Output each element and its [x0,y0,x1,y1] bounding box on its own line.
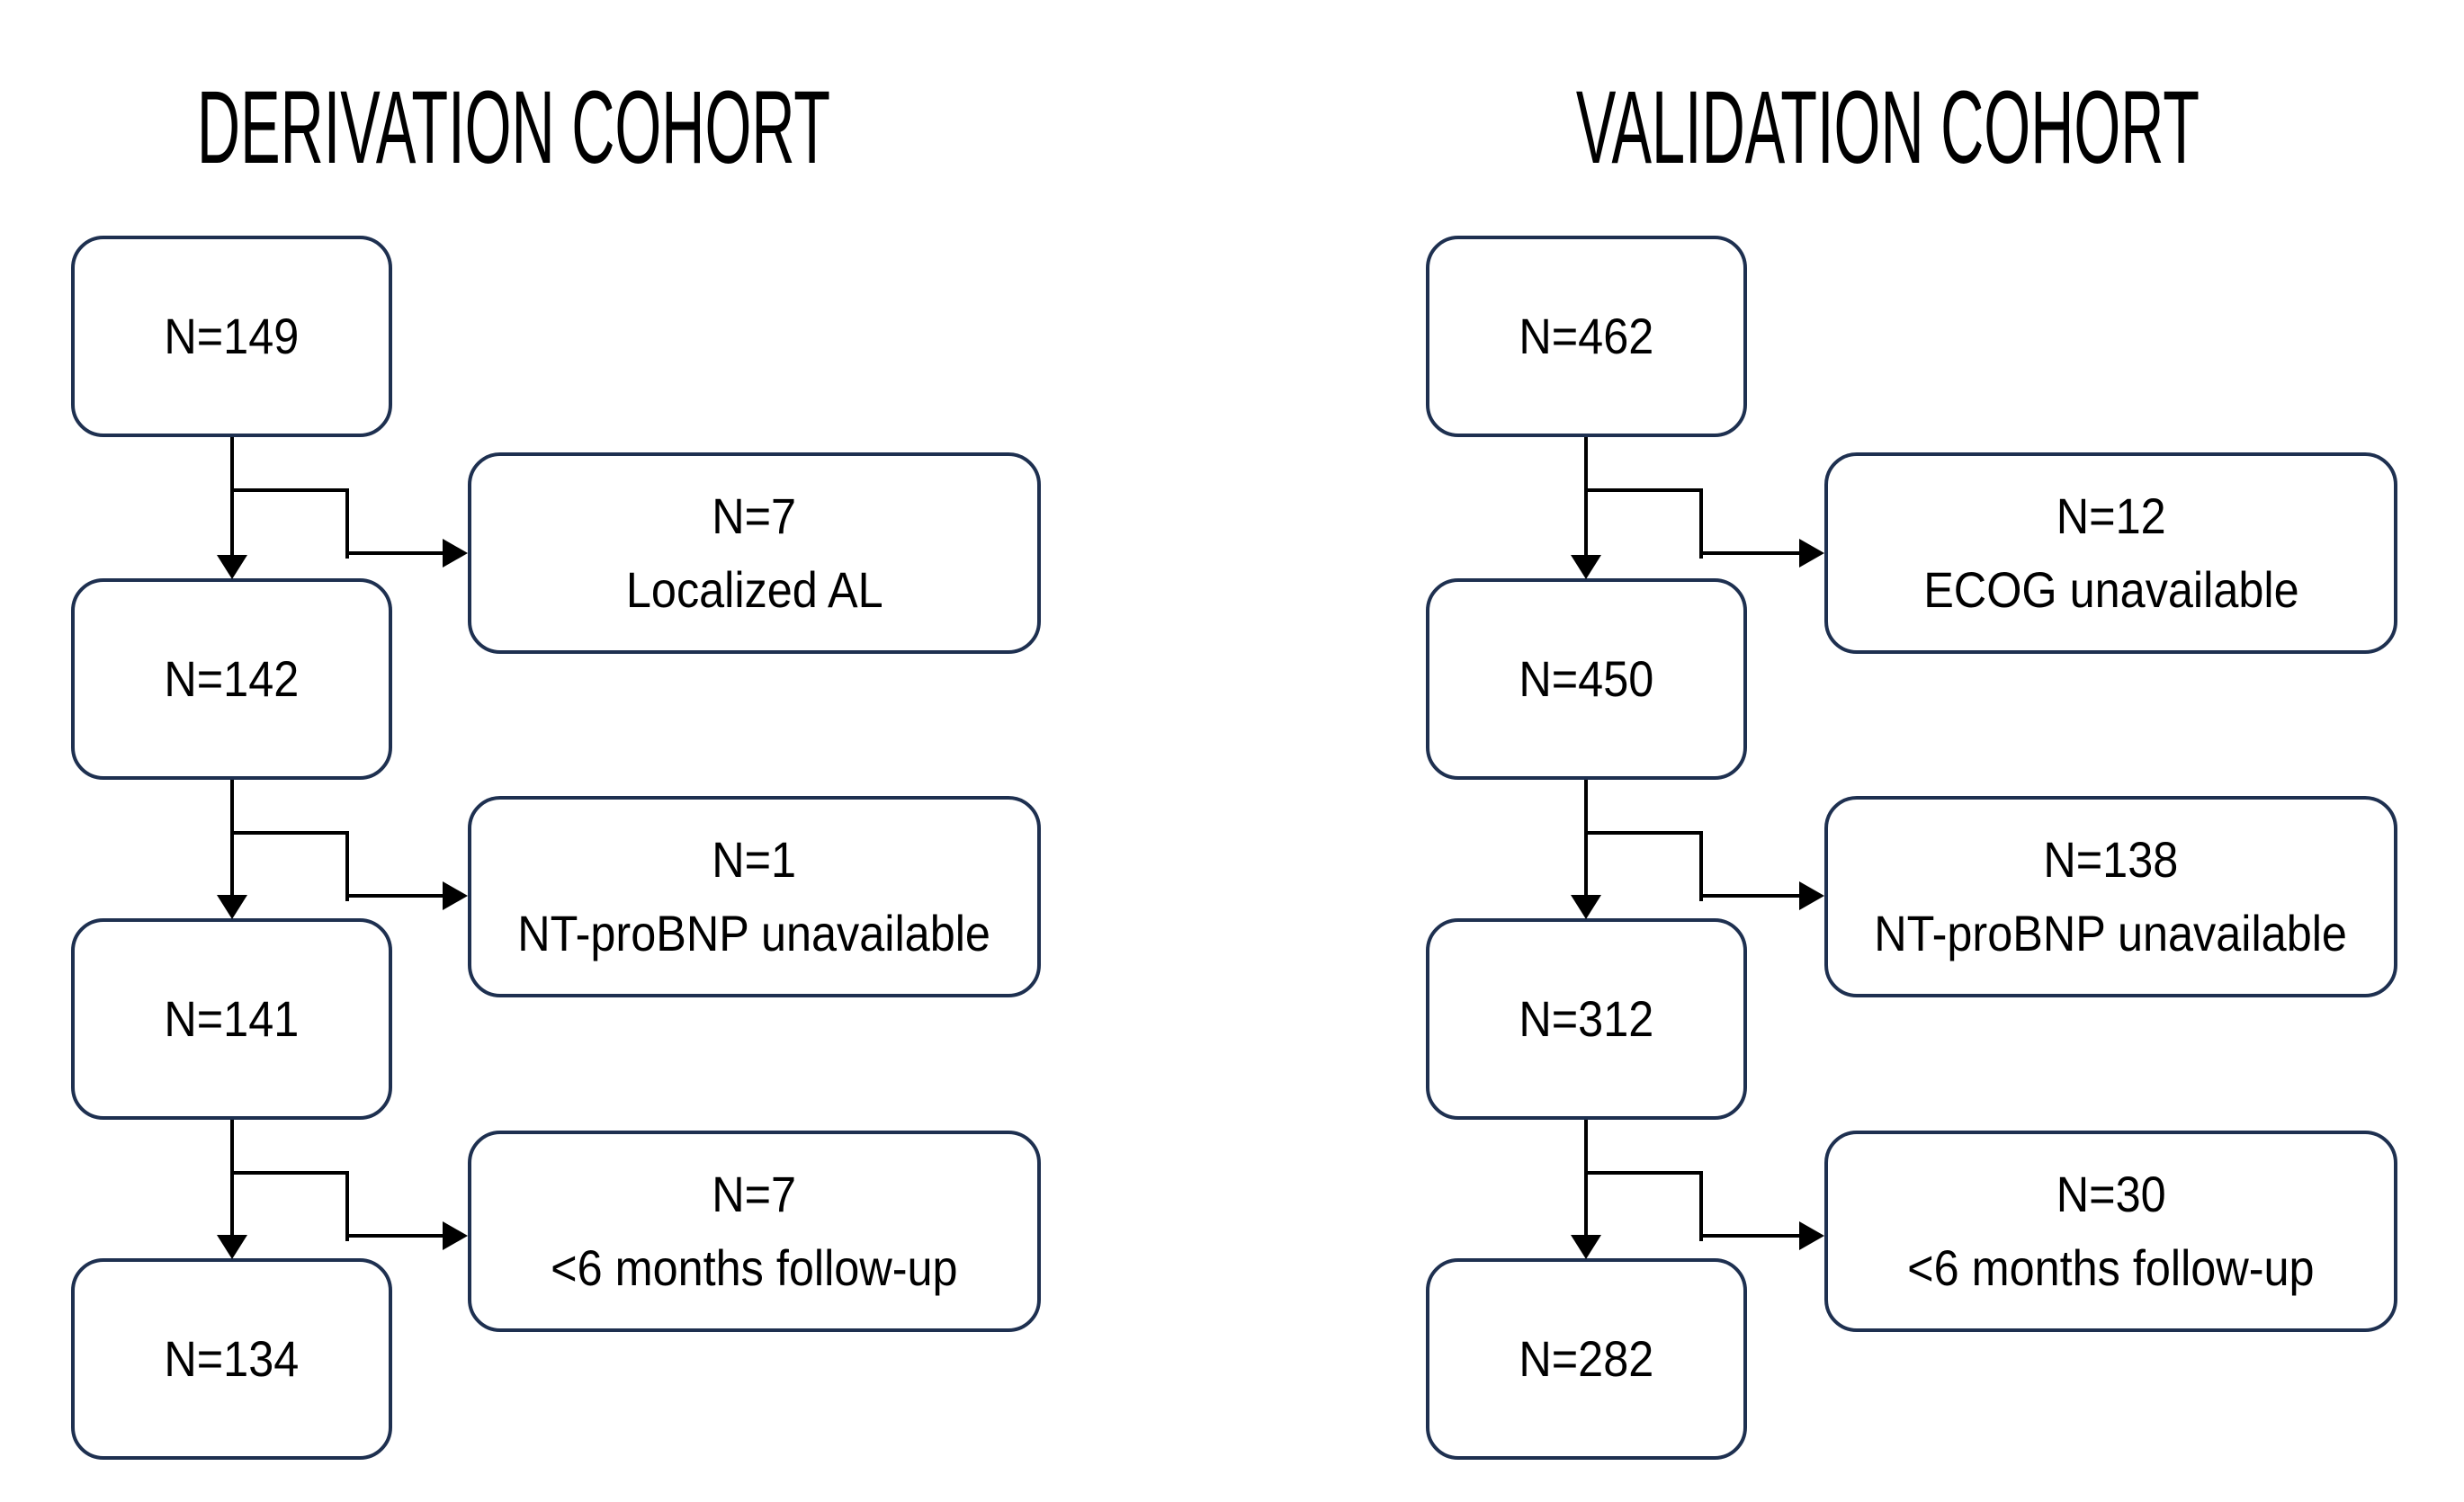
validation-box-n450: N=450 [1426,578,1747,780]
validation-branch-3-arrowhead-right [1799,1221,1824,1250]
exclusion-reason: Localized AL [625,561,883,618]
exclusion-count: N=1 [712,831,797,888]
derivation-connector-3-vertical [230,1120,234,1240]
validation-branch-1-horizontal-lower [1699,551,1801,555]
derivation-exclusion-box-followup: N=7 <6 months follow-up [468,1131,1041,1332]
validation-box-n312: N=312 [1426,918,1747,1120]
exclusion-reason: NT-proBNP unavailable [517,905,991,961]
exclusion-reason: <6 months follow-up [551,1239,958,1296]
validation-connector-1-arrowhead-down [1571,555,1601,579]
derivation-branch-1-arrowhead-right [443,539,468,568]
derivation-branch-2-horizontal-upper [232,831,349,835]
exclusion-reason: <6 months follow-up [1907,1239,2315,1296]
derivation-branch-3-vertical [345,1171,349,1241]
derivation-box-n134-label: N=134 [164,1330,300,1387]
derivation-connector-1-arrowhead-down [217,555,247,579]
derivation-exclusion-box-localized-al: N=7 Localized AL [468,452,1041,654]
exclusion-count: N=7 [712,1166,797,1222]
derivation-cohort-title-text: DERIVATION COHORT [196,70,831,185]
exclusion-count: N=138 [2043,831,2179,888]
derivation-box-n141-label: N=141 [164,990,300,1047]
derivation-branch-1-horizontal-upper [232,488,349,492]
derivation-connector-2-arrowhead-down [217,895,247,919]
validation-branch-2-vertical [1699,831,1703,901]
validation-connector-3-vertical [1584,1120,1588,1240]
validation-branch-2-horizontal-lower [1699,894,1801,898]
validation-exclusion-box-ecog: N=12 ECOG unavailable [1824,452,2397,654]
derivation-cohort-title: DERIVATION COHORT [0,68,1047,187]
derivation-branch-3-arrowhead-right [443,1221,468,1250]
validation-box-n462-label: N=462 [1519,308,1654,364]
exclusion-reason: ECOG unavailable [1922,561,2299,618]
derivation-connector-2-vertical [230,780,234,900]
validation-box-n282-label: N=282 [1519,1330,1654,1387]
validation-branch-1-arrowhead-right [1799,539,1824,568]
derivation-box-n149-label: N=149 [164,308,300,364]
validation-branch-3-horizontal-upper [1586,1171,1703,1175]
derivation-box-n149: N=149 [71,236,392,437]
derivation-branch-1-horizontal-lower [345,551,444,555]
validation-connector-1-vertical [1584,437,1588,560]
validation-connector-2-vertical [1584,780,1588,900]
validation-box-n282: N=282 [1426,1258,1747,1460]
derivation-connector-3-arrowhead-down [217,1235,247,1259]
exclusion-count: N=30 [2056,1166,2166,1222]
derivation-box-n142: N=142 [71,578,392,780]
derivation-box-n141: N=141 [71,918,392,1120]
derivation-branch-2-arrowhead-right [443,881,468,910]
derivation-connector-1-vertical [230,437,234,560]
exclusion-count: N=7 [712,487,797,544]
validation-exclusion-box-ntprobnp: N=138 NT-proBNP unavailable [1824,796,2397,997]
exclusion-reason: NT-proBNP unavailable [1874,905,2348,961]
validation-branch-1-vertical [1699,488,1703,559]
validation-branch-2-arrowhead-right [1799,881,1824,910]
derivation-branch-2-horizontal-lower [345,894,444,898]
derivation-branch-2-vertical [345,831,349,901]
derivation-branch-3-horizontal-lower [345,1234,444,1238]
validation-branch-1-horizontal-upper [1586,488,1703,492]
validation-box-n462: N=462 [1426,236,1747,437]
validation-cohort-title-text: VALIDATION COHORT [1575,70,2200,185]
derivation-box-n142-label: N=142 [164,650,300,707]
validation-connector-2-arrowhead-down [1571,895,1601,919]
exclusion-count: N=12 [2056,487,2166,544]
validation-branch-2-horizontal-upper [1586,831,1703,835]
derivation-box-n134: N=134 [71,1258,392,1460]
derivation-branch-3-horizontal-upper [232,1171,349,1175]
validation-exclusion-box-followup: N=30 <6 months follow-up [1824,1131,2397,1332]
validation-branch-3-horizontal-lower [1699,1234,1801,1238]
validation-cohort-title: VALIDATION COHORT [1348,68,2427,187]
derivation-branch-1-vertical [345,488,349,559]
validation-connector-3-arrowhead-down [1571,1235,1601,1259]
derivation-exclusion-box-ntprobnp: N=1 NT-proBNP unavailable [468,796,1041,997]
validation-box-n312-label: N=312 [1519,990,1654,1047]
validation-box-n450-label: N=450 [1519,650,1654,707]
validation-branch-3-vertical [1699,1171,1703,1241]
